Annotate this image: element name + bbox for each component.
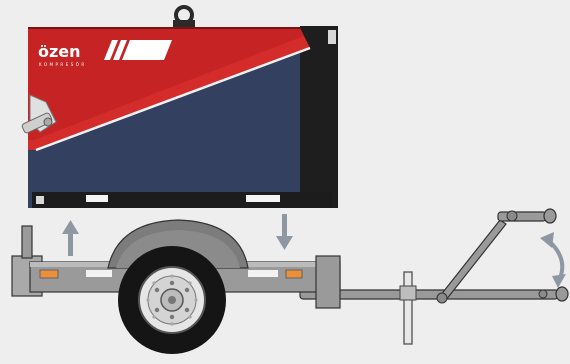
brand-name: özen	[38, 42, 81, 61]
trailer-wheel	[118, 246, 226, 354]
canopy-base	[32, 192, 332, 208]
rear-panel	[300, 26, 338, 208]
brand-tagline: KOMPRESÖR	[39, 62, 87, 67]
